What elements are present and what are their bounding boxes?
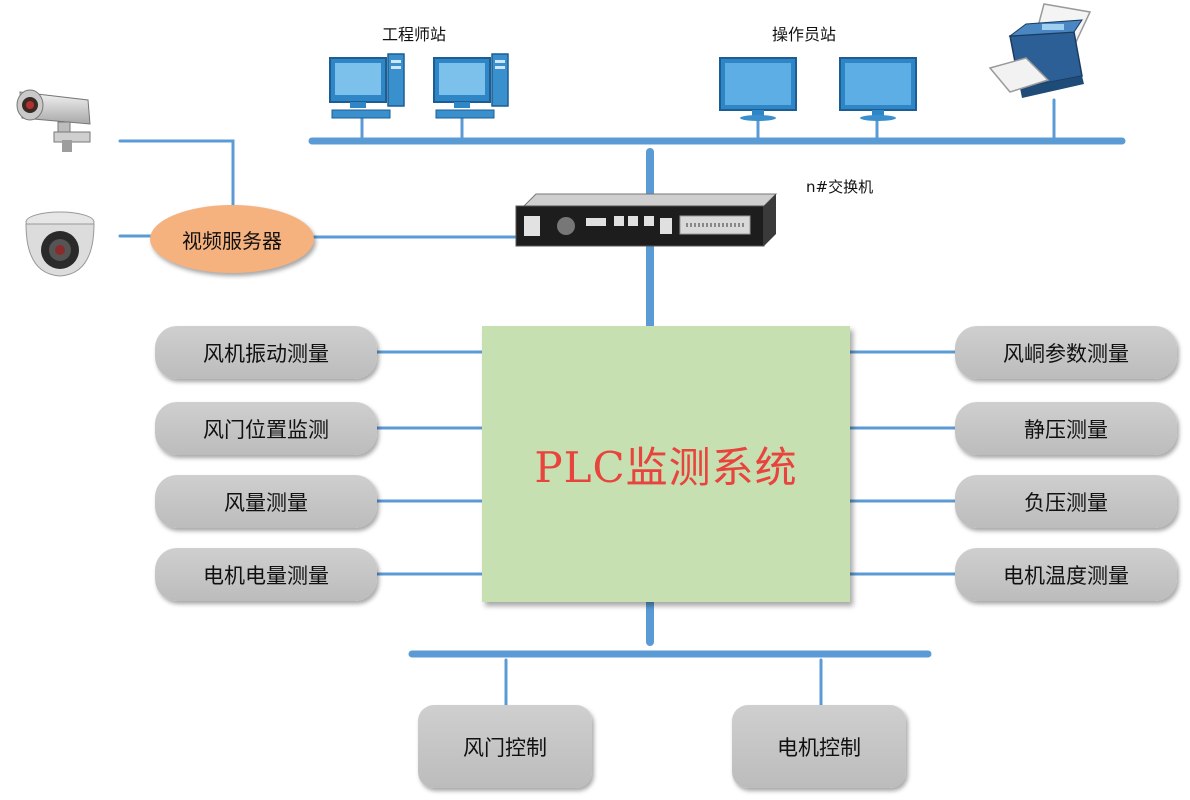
left-item-label: 风机振动测量: [203, 341, 329, 366]
network-switch-icon: [515, 193, 778, 247]
left-item-label: 电机电量测量: [203, 563, 329, 588]
plc-system-title: PLC监测系统: [534, 442, 798, 492]
left-item-vibration: 风机振动测量: [155, 326, 377, 379]
left-item-label: 风量测量: [224, 490, 308, 515]
door-control-box: 风门控制: [418, 705, 592, 788]
video-server-node: 视频服务器: [150, 205, 314, 273]
right-item-tunnel-params: 风峒参数测量: [955, 326, 1177, 379]
operator-monitor-2-icon: [839, 57, 917, 121]
engineer-computer-2-icon: [433, 53, 509, 119]
left-item-motor-power: 电机电量测量: [155, 548, 377, 601]
right-item-static-pressure: 静压测量: [955, 402, 1177, 455]
right-item-label: 电机温度测量: [1003, 563, 1129, 588]
operator-station-label: 操作员站: [772, 25, 837, 44]
engineer-station-label: 工程师站: [382, 25, 447, 44]
right-item-label: 静压测量: [1024, 417, 1108, 442]
motor-control-box: 电机控制: [732, 705, 906, 788]
plc-system-box: PLC监测系统: [482, 326, 850, 602]
operator-monitor-1-icon: [719, 57, 797, 121]
engineer-computer-1-icon: [329, 53, 405, 119]
bottom-item-label: 风门控制: [463, 735, 547, 760]
camera-1-line: [118, 139, 235, 207]
left-item-door-position: 风门位置监测: [155, 402, 377, 455]
dome-camera-icon: [25, 211, 95, 277]
right-item-label: 风峒参数测量: [1003, 341, 1129, 366]
bullet-camera-icon: [16, 89, 91, 152]
right-item-label: 负压测量: [1024, 490, 1108, 515]
left-item-label: 风门位置监测: [203, 417, 329, 442]
left-item-air-volume: 风量测量: [155, 475, 377, 528]
switch-label: n#交换机: [806, 178, 874, 196]
printer-icon: [988, 3, 1092, 98]
right-item-negative-pressure: 负压测量: [955, 475, 1177, 528]
right-item-motor-temperature: 电机温度测量: [955, 548, 1177, 601]
bottom-item-label: 电机控制: [777, 735, 861, 760]
video-server-label: 视频服务器: [182, 228, 282, 253]
